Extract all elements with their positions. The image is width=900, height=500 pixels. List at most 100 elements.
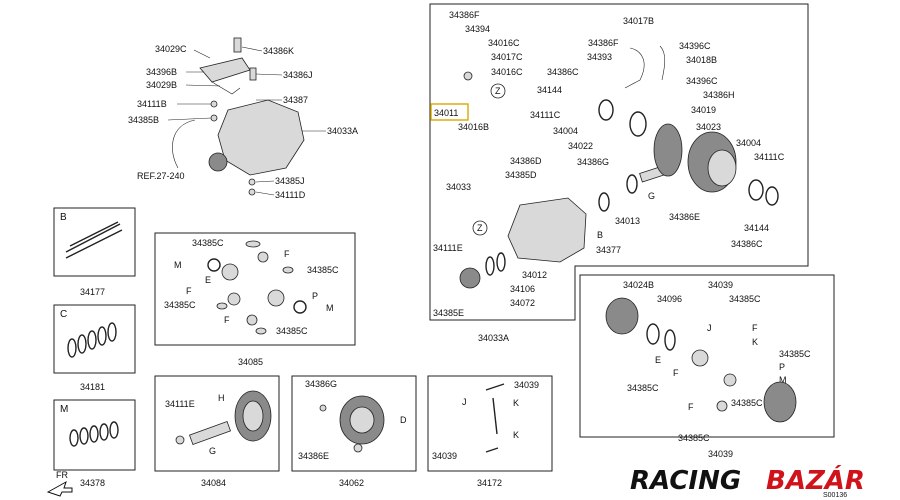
flange bbox=[459, 267, 481, 289]
front-arrow-icon bbox=[46, 480, 73, 497]
diff-case-center bbox=[707, 149, 737, 187]
callout-Z-bottom bbox=[472, 220, 488, 236]
lbl-F-b: F bbox=[673, 368, 679, 378]
lbl-34018B: 34018B bbox=[686, 55, 717, 65]
lbl-34033: 34033 bbox=[446, 182, 471, 192]
lbl-J: J bbox=[462, 397, 467, 407]
pinion-gear bbox=[257, 251, 269, 263]
side-gear bbox=[221, 263, 239, 281]
bolt-34385B bbox=[210, 114, 218, 122]
pin bbox=[485, 383, 505, 391]
lbl-34396C-a: 34396C bbox=[679, 41, 711, 51]
box-34062-title: 34062 bbox=[339, 478, 364, 488]
kit-34378: M 34378 bbox=[53, 399, 136, 488]
highlight-34011 bbox=[430, 103, 469, 121]
spacer bbox=[626, 174, 638, 194]
lbl-34111E: 34111E bbox=[433, 243, 463, 253]
box-34084-title: 34084 bbox=[201, 478, 226, 488]
lbl-34022: 34022 bbox=[568, 141, 593, 151]
box-34172-title: 34172 bbox=[477, 478, 502, 488]
kit-letter-C: C bbox=[60, 309, 67, 320]
lbl-G: G bbox=[209, 446, 216, 456]
box-34033A-title: 34033A bbox=[478, 333, 509, 343]
lbl-34386H: 34386H bbox=[703, 90, 735, 100]
ref-hose bbox=[172, 119, 196, 169]
lbl-J: J bbox=[707, 323, 712, 333]
box-34039: 34024B 34039 34096 34385C J F K 34385C E… bbox=[579, 274, 835, 459]
front-indicator: FR bbox=[46, 470, 73, 497]
fr-label: FR bbox=[56, 470, 68, 480]
washer bbox=[282, 266, 294, 274]
bearing bbox=[496, 252, 506, 272]
lbl-34386F-r: 34386F bbox=[588, 38, 619, 48]
lbl-34385C-a: 34385C bbox=[192, 238, 224, 248]
box-34039-title: 34039 bbox=[708, 449, 733, 459]
lbl-Z-b: Z bbox=[477, 223, 483, 233]
lbl-K: K bbox=[752, 337, 758, 347]
lbl-34004-a: 34004 bbox=[553, 126, 578, 136]
kit-letter-B: B bbox=[60, 212, 67, 223]
lbl-34385C-c: 34385C bbox=[627, 383, 659, 393]
lbl-34111C-b: 34111C bbox=[754, 152, 785, 162]
pinion-gear bbox=[723, 373, 737, 387]
lbl-34017B: 34017B bbox=[623, 16, 654, 26]
washer-M bbox=[207, 258, 221, 272]
lbl-34039: 34039 bbox=[708, 280, 733, 290]
bolt-34111D bbox=[248, 188, 256, 196]
bearing bbox=[748, 179, 764, 201]
bearing bbox=[629, 111, 647, 137]
lbl-E: E bbox=[205, 275, 211, 285]
lbl-34396C-b: 34396C bbox=[686, 76, 718, 86]
brand-racing: RACING bbox=[630, 466, 741, 496]
label-34386K: 34386K bbox=[263, 46, 294, 56]
side-gear bbox=[691, 349, 709, 367]
kit-34177: B 34177 bbox=[53, 207, 136, 297]
lbl-34385C-d: 34385C bbox=[276, 326, 308, 336]
lbl-34016B: 34016B bbox=[458, 122, 489, 132]
lbl-34386G: 34386G bbox=[577, 157, 609, 167]
washer-pack-M bbox=[69, 421, 119, 447]
label-34386J: 34386J bbox=[283, 70, 313, 80]
lbl-34394: 34394 bbox=[465, 24, 490, 34]
part-34378: 34378 bbox=[80, 478, 105, 488]
bolt-34386K bbox=[233, 37, 242, 53]
bolt bbox=[319, 404, 327, 412]
lbl-34016C-a: 34016C bbox=[488, 38, 520, 48]
lbl-34111E: 34111E bbox=[165, 399, 195, 409]
mount-bracket bbox=[199, 57, 251, 83]
brand-bazar: BAZÁR bbox=[766, 464, 865, 496]
lbl-34385E: 34385E bbox=[433, 308, 464, 318]
lbl-34385C-d: 34385C bbox=[731, 398, 763, 408]
lbl-F-c: F bbox=[688, 402, 694, 412]
brand-logo: RACING BAZÁR bbox=[630, 464, 865, 496]
label-34387: 34387 bbox=[283, 95, 308, 105]
lbl-34106: 34106 bbox=[510, 284, 535, 294]
lbl-E: E bbox=[655, 355, 661, 365]
breather bbox=[463, 71, 473, 81]
lbl-34016C-b: 34016C bbox=[491, 67, 523, 77]
lbl-34072: 34072 bbox=[510, 298, 535, 308]
kit-34181: C 34181 bbox=[53, 304, 136, 392]
lbl-34385C-b: 34385C bbox=[307, 265, 339, 275]
lbl-34393: 34393 bbox=[587, 52, 612, 62]
label-34111D: 34111D bbox=[275, 190, 306, 200]
label-34396B: 34396B bbox=[146, 67, 177, 77]
breather-hose-b bbox=[659, 45, 666, 81]
lbl-F-b: F bbox=[186, 286, 192, 296]
seal bbox=[765, 186, 779, 206]
bolt-34111B bbox=[210, 100, 218, 108]
lbl-F-a: F bbox=[752, 323, 758, 333]
lbl-F-c: F bbox=[224, 315, 230, 325]
lbl-M-b: M bbox=[326, 303, 334, 313]
lbl-34377: 34377 bbox=[596, 245, 621, 255]
callout-Z-top bbox=[490, 83, 506, 99]
washer-M bbox=[293, 300, 307, 314]
box-34085-title: 34085 bbox=[238, 357, 263, 367]
label-34385J: 34385J bbox=[275, 176, 305, 186]
housing-34033A bbox=[217, 99, 305, 176]
seal bbox=[598, 99, 614, 121]
lbl-34386G: 34386G bbox=[305, 379, 337, 389]
lbl-34024B: 34024B bbox=[623, 280, 654, 290]
shaft bbox=[492, 397, 498, 435]
ring-gear bbox=[653, 123, 683, 177]
